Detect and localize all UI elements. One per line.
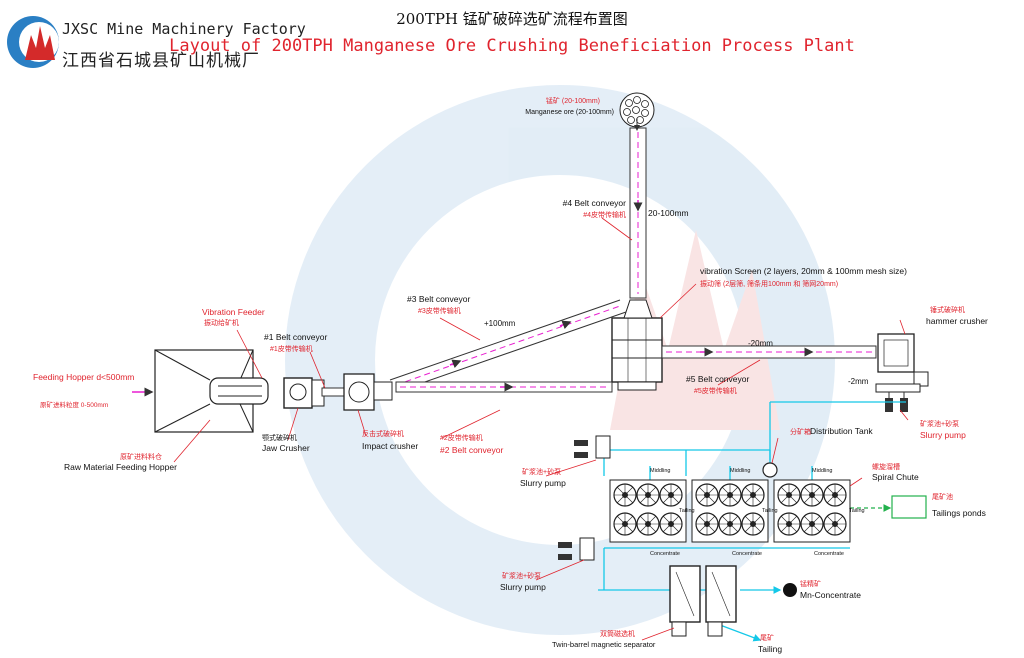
label-tailing-small-2: Tailing: [762, 508, 778, 514]
mn-concentrate-pile: [783, 583, 797, 597]
title-cn: 200TPH 锰矿破碎选矿流程布置图: [396, 10, 628, 28]
diagram-labels: 锰矿 (20-100mm) Manganese ore (20-100mm) #…: [33, 96, 988, 654]
label-hopper-in-en: Feeding Hopper d<500mm: [33, 372, 134, 382]
label-jaw-cn: 颚式破碎机: [262, 433, 297, 442]
label-belt3-cn: #3皮带传输机: [418, 306, 461, 315]
hammer-crusher: [875, 333, 929, 393]
label-tailing-small-1: Tailing: [679, 508, 695, 514]
label-minus20: -20mm: [748, 339, 773, 348]
label-spiral-en: Spiral Chute: [872, 472, 919, 482]
label-screen-en: vibration Screen (2 layers, 20mm & 100mm…: [700, 266, 907, 276]
slurry-pump-top: [574, 435, 611, 459]
label-tailpond-en: Tailings ponds: [932, 508, 986, 518]
label-hopper-cn: 原矿进料料仓: [120, 452, 162, 461]
label-concentrate-2: Concentrate: [732, 551, 762, 557]
vibration-screen: [611, 299, 663, 391]
spiral-chute-bank-1: [609, 479, 687, 543]
slurry-pump-bottom: [558, 537, 595, 561]
label-hammer-en: hammer crusher: [926, 316, 988, 326]
label-belt3-en: #3 Belt conveyor: [407, 294, 470, 304]
label-belt5-en: #5 Belt conveyor: [686, 374, 749, 384]
label-mnconc-cn: 锰精矿: [800, 579, 821, 588]
label-middling-1: Middling: [650, 468, 670, 474]
label-hammer-cn: 锤式破碎机: [930, 305, 965, 314]
label-mnconc-en: Mn-Concentrate: [800, 590, 861, 600]
slurry-pump-hammer: [885, 392, 908, 412]
label-ore-cn: 锰矿 (20-100mm): [546, 96, 600, 105]
belt-conveyor-2: [395, 381, 613, 393]
label-slurry-bottom-cn: 矿浆池+砂泵: [502, 571, 541, 580]
label-ore-en: Manganese ore (20-100mm): [525, 109, 614, 116]
label-belt1-en: #1 Belt conveyor: [264, 332, 327, 342]
label-slurry-hammer-en: Slurry pump: [920, 430, 966, 440]
label-belt5-cn: #5皮带传输机: [694, 386, 737, 395]
label-minus2: -2mm: [848, 377, 869, 386]
label-tailing-en: Tailing: [758, 644, 782, 654]
label-concentrate-3: Concentrate: [814, 551, 844, 557]
vibration-feeder: [209, 377, 269, 405]
label-screen-cn: 振动筛 (2层筛, 筛条用100mm 和 筛网20mm): [700, 279, 838, 288]
label-belt4-cn: #4皮带传输机: [583, 210, 626, 219]
label-concentrate-1: Concentrate: [650, 551, 680, 557]
label-middling-2: Middling: [730, 468, 750, 474]
label-vfeeder-cn: 振动给矿机: [204, 318, 239, 327]
label-belt2-en: #2 Belt conveyor: [440, 445, 503, 455]
label-hopper-in-cn: 原矿进料粒度 0-500mm: [40, 400, 108, 409]
belt-conveyor-4: [629, 127, 647, 299]
label-impact-en: Impact crusher: [362, 441, 418, 451]
ore-pile-icon: [619, 92, 655, 128]
label-middling-3: Middling: [812, 468, 832, 474]
belt-conveyor-5: [661, 345, 877, 359]
label-slurry-top-en: Slurry pump: [520, 478, 566, 488]
label-slurry-bottom-en: Slurry pump: [500, 582, 546, 592]
tailings-pond: [891, 495, 927, 519]
impact-crusher: [343, 373, 393, 411]
company-name-cn: 江西省石城县矿山机械厂: [62, 51, 260, 71]
label-belt1-cn: #1皮带传输机: [270, 344, 313, 353]
label-tailpond-cn: 尾矿池: [932, 492, 953, 501]
belt-conveyor-1: [321, 387, 347, 397]
label-slurry-top-cn: 矿浆池+砂泵: [522, 467, 561, 476]
label-belt4-en: #4 Belt conveyor: [563, 198, 626, 208]
label-slurry-hammer-cn: 矿浆池+砂泵: [920, 419, 959, 428]
twin-barrel-magnetic-separator: [669, 565, 737, 637]
label-spiral-cn: 螺旋溜槽: [872, 462, 900, 471]
label-vfeeder-en: Vibration Feeder: [202, 307, 265, 317]
label-tailing-cn: 尾矿: [760, 633, 774, 642]
label-hopper-en: Raw Material Feeding Hopper: [64, 462, 177, 472]
label-impact-cn: 反击式破碎机: [362, 429, 404, 438]
title-en: Layout of 200TPH Manganese Ore Crushing …: [169, 36, 855, 56]
company-name-en: JXSC Mine Machinery Factory: [62, 20, 306, 38]
jaw-crusher: [283, 377, 325, 409]
label-belt2-cn: #2皮带传输机: [440, 433, 483, 442]
distribution-tank: [762, 462, 778, 478]
label-jaw-en: Jaw Crusher: [262, 443, 310, 453]
label-size-20-100: 20-100mm: [648, 208, 689, 218]
label-plus100: +100mm: [484, 319, 516, 328]
label-dist-en: Distribution Tank: [810, 426, 873, 436]
leader-lines: [173, 217, 909, 641]
label-dist-cn: 分矿箱: [790, 427, 811, 436]
spiral-chute-bank-2: [691, 479, 769, 543]
label-magsep-en: Twin-barrel magnetic separator: [552, 640, 656, 649]
spiral-chute-bank-3: [773, 479, 851, 543]
belt-conveyor-3: [389, 299, 627, 393]
company-logo: [7, 16, 59, 68]
label-magsep-cn: 双筒磁选机: [600, 629, 635, 638]
label-tailing-small-3: Tailing: [849, 508, 865, 514]
